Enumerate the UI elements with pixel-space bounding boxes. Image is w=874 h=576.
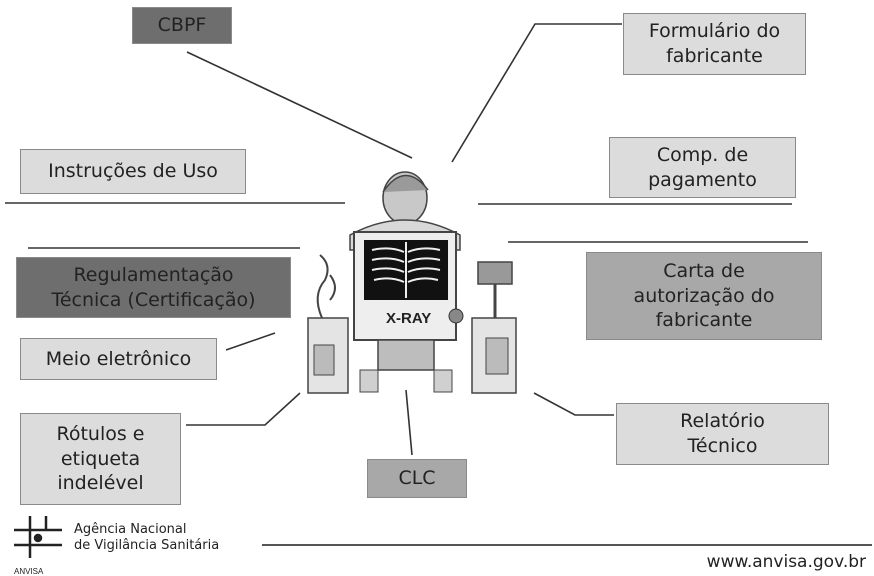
label-regulamentacao: Regulamentação Técnica (Certificação) bbox=[16, 257, 291, 318]
line-cbpf bbox=[186, 51, 413, 159]
anvisa-logo-icon bbox=[14, 516, 62, 558]
org-line-2: de Vigilância Sanitária bbox=[74, 538, 220, 554]
line-rotulos bbox=[186, 392, 301, 426]
label-carta: Carta de autorização do fabricante bbox=[586, 252, 822, 340]
line-meio bbox=[225, 332, 276, 351]
xray-text: X-RAY bbox=[386, 310, 431, 327]
label-formulario: Formulário do fabricante bbox=[623, 13, 806, 75]
label-clc: CLC bbox=[367, 459, 467, 498]
org-name: Agência Nacional de Vigilância Sanitária bbox=[74, 522, 219, 555]
xray-illustration bbox=[307, 171, 517, 394]
line-relatorio bbox=[533, 392, 614, 416]
label-instrucoes: Instruções de Uso bbox=[20, 149, 246, 194]
label-cbpf: CBPF bbox=[132, 7, 232, 44]
line-formulario bbox=[451, 23, 622, 163]
label-meio: Meio eletrônico bbox=[20, 338, 217, 380]
anvisa-logo-text: ANVISA bbox=[14, 567, 44, 576]
site-url[interactable]: www.anvisa.gov.br bbox=[706, 552, 866, 572]
org-line-1: Agência Nacional bbox=[74, 522, 187, 537]
line-clc bbox=[405, 389, 413, 456]
label-rotulos: Rótulos e etiqueta indelével bbox=[20, 413, 181, 505]
label-comp-pagamento: Comp. de pagamento bbox=[609, 137, 796, 198]
label-relatorio: Relatório Técnico bbox=[616, 403, 829, 465]
